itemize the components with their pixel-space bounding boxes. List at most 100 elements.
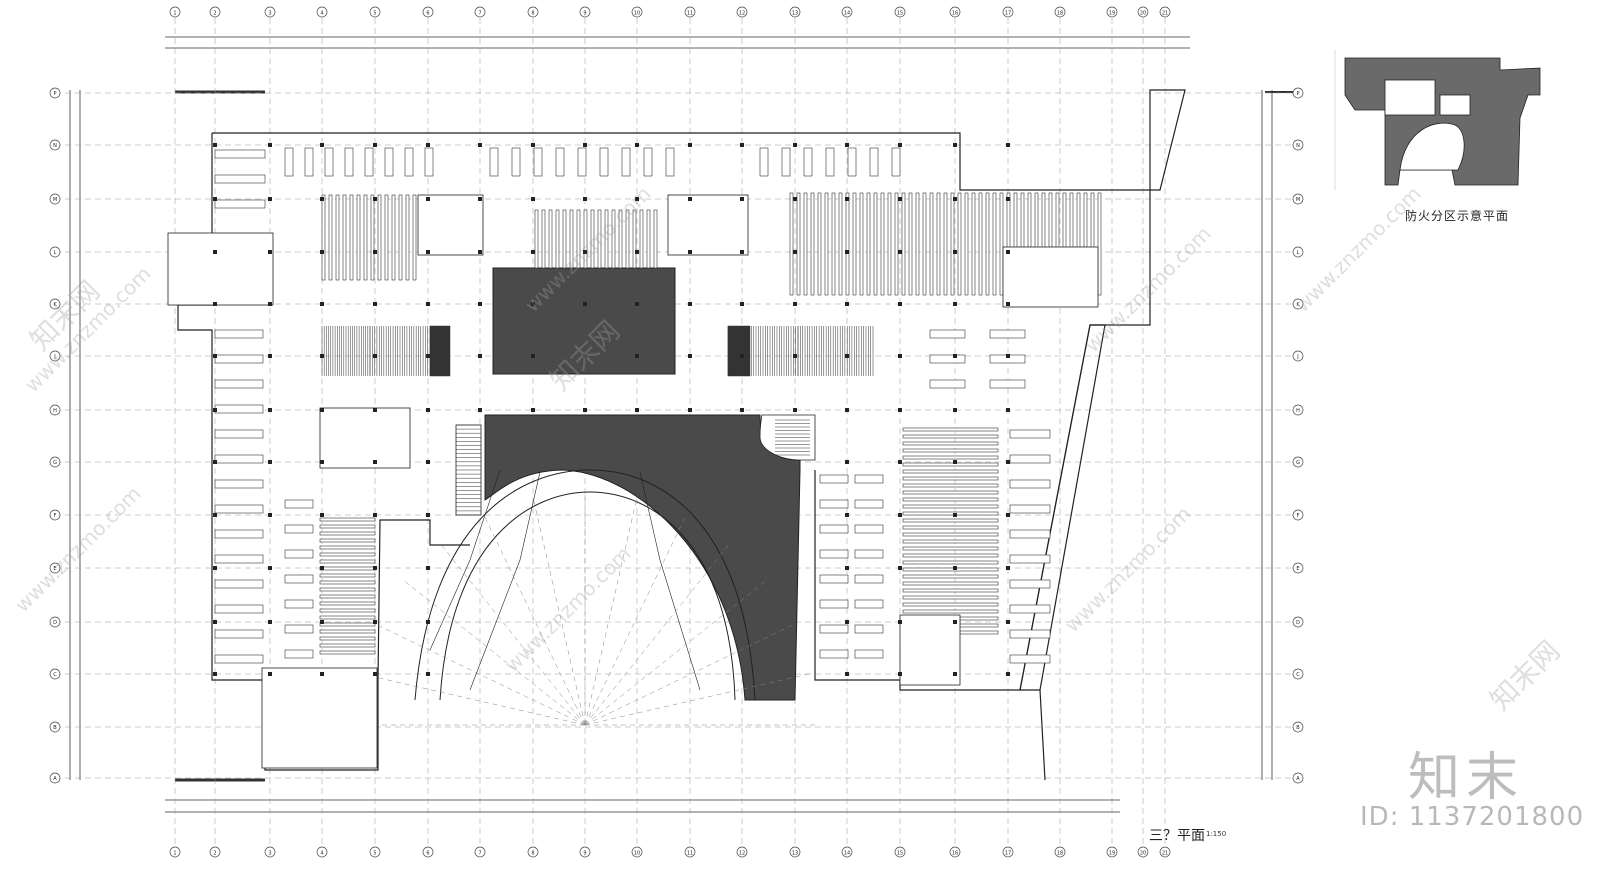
column: [583, 408, 587, 412]
shelf: [978, 192, 983, 296]
shelf: [319, 531, 376, 536]
shelf: [321, 194, 326, 281]
column: [373, 460, 377, 464]
shelf: [845, 192, 850, 296]
grid-bubble-row: [49, 456, 61, 468]
grid-bubble-label: E: [1296, 566, 1299, 572]
shelf: [880, 192, 885, 296]
shelf: [363, 194, 368, 281]
shelf: [377, 194, 382, 281]
grid-bubble-col: [1054, 6, 1066, 18]
shelf: [319, 622, 376, 627]
reading-table: [781, 147, 791, 177]
column: [478, 250, 482, 254]
reading-table: [599, 147, 609, 177]
grid-bubble-label: M: [53, 197, 57, 203]
reading-table: [214, 654, 264, 664]
shelf: [902, 595, 999, 600]
column: [845, 620, 849, 624]
reading-table: [819, 524, 849, 534]
column: [478, 408, 482, 412]
radial-lines: [355, 495, 815, 726]
column: [373, 672, 377, 676]
grid-bubble-row: [49, 772, 61, 784]
shelf: [902, 560, 999, 565]
grid-bubble-row: [49, 616, 61, 628]
column: [426, 250, 430, 254]
grid-bubble-row: [1292, 404, 1304, 416]
column: [373, 197, 377, 201]
shelf: [971, 192, 976, 296]
column: [426, 408, 430, 412]
column: [740, 143, 744, 147]
column: [268, 408, 272, 412]
column: [898, 197, 902, 201]
grid-bubble-col: [894, 6, 906, 18]
reading-table: [214, 404, 264, 414]
grid-bubble-label: 3: [268, 11, 271, 17]
reading-table: [555, 147, 565, 177]
shelf: [817, 192, 822, 296]
column: [953, 566, 957, 570]
reading-table: [214, 329, 264, 339]
column: [1006, 460, 1010, 464]
reading-table: [533, 147, 543, 177]
grid-bubble-row: [1292, 246, 1304, 258]
grid-bubble-row: [49, 246, 61, 258]
grid-bubble-col: [579, 6, 591, 18]
column: [268, 302, 272, 306]
shelf: [902, 455, 999, 460]
reading-table: [819, 499, 849, 509]
grid-bubble-col: [209, 846, 221, 858]
fire-zone-inset: [1334, 50, 1541, 190]
grid-bubble-col: [1159, 6, 1171, 18]
reading-table: [214, 354, 264, 364]
structural-columns: [213, 143, 1010, 676]
grid-bubble-label: 5: [373, 851, 376, 857]
reading-table: [214, 479, 264, 489]
column: [1006, 302, 1010, 306]
column: [688, 250, 692, 254]
shelf: [992, 192, 997, 296]
column: [583, 143, 587, 147]
column: [688, 143, 692, 147]
shelf: [319, 517, 376, 522]
grid-bubble-row: [49, 350, 61, 362]
shelf: [370, 194, 375, 281]
shelf: [902, 567, 999, 572]
shelf: [922, 192, 927, 296]
grid-bubble-label: 19: [1109, 851, 1115, 857]
grid-bubble-label: 18: [1057, 851, 1063, 857]
grid-bubble-col: [1137, 6, 1149, 18]
grid-bubble-label: 17: [1005, 851, 1011, 857]
grid-bubble-label: P: [1296, 91, 1299, 97]
grid-bubble-label: 13: [792, 11, 798, 17]
plan-scale: 1:150: [1206, 830, 1227, 838]
column: [740, 197, 744, 201]
reading-table: [284, 524, 314, 534]
grid-bubble-col: [894, 846, 906, 858]
grid-bubble-col: [1002, 846, 1014, 858]
reading-table: [819, 474, 849, 484]
column: [953, 143, 957, 147]
stair-dark: [429, 325, 451, 377]
shelf: [915, 192, 920, 296]
reading-table: [803, 147, 813, 177]
grid-bubble-label: H: [53, 408, 57, 414]
reading-table: [847, 147, 857, 177]
grid-bubble-row: [49, 404, 61, 416]
grid-bubble-label: 4: [320, 851, 323, 857]
shelf: [328, 194, 333, 281]
shelf: [929, 192, 934, 296]
reading-table: [825, 147, 835, 177]
shelf: [412, 194, 417, 281]
reading-table: [929, 354, 966, 364]
shelf: [894, 192, 899, 296]
column: [320, 513, 324, 517]
reading-table: [643, 147, 653, 177]
column: [373, 354, 377, 358]
grid-bubble-label: 16: [952, 851, 958, 857]
column: [583, 197, 587, 201]
grid-bubble-label: 8: [531, 851, 534, 857]
shelf: [618, 209, 623, 269]
